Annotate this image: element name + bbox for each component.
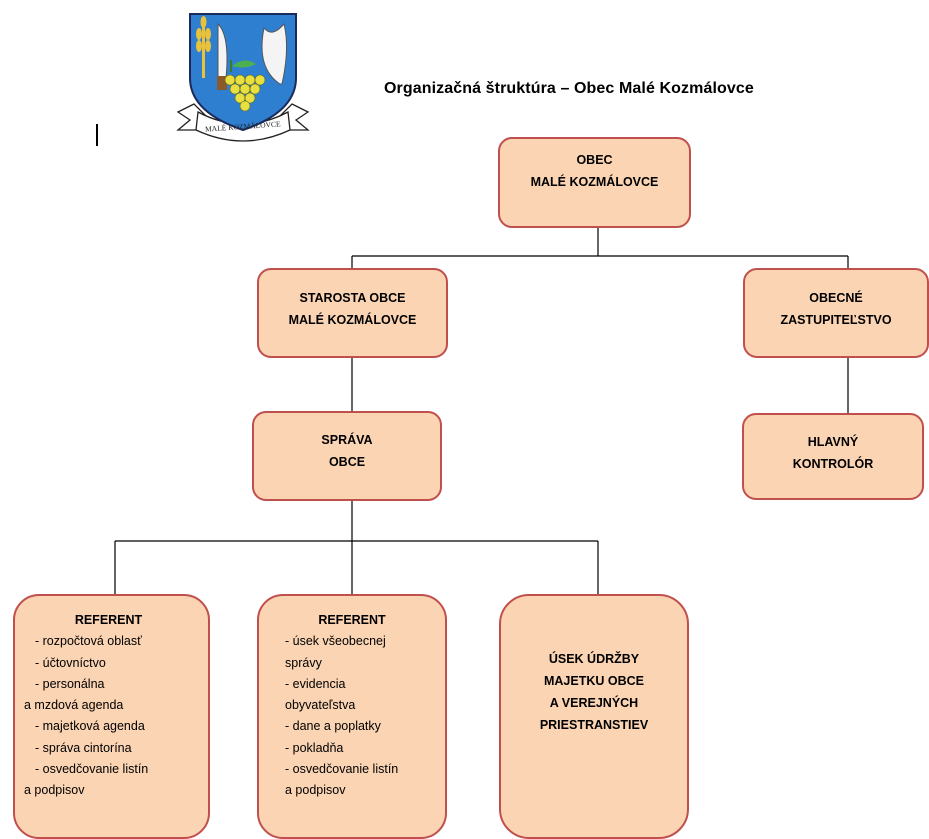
node-kontrolor: HLAVNÝ KONTROLÓR xyxy=(742,413,924,500)
node-referent-2: REFERENT - úsek všeobecnej správy - evid… xyxy=(257,594,447,839)
node-zastupitelstvo-line1: OBECNÉ xyxy=(809,291,863,305)
node-sprava-line1: SPRÁVA xyxy=(321,433,373,447)
node-referent-2-item: správy xyxy=(285,655,322,670)
node-obec-line2: MALÉ KOZMÁLOVCE xyxy=(530,175,659,189)
node-usek-udrzby-line2: MAJETKU OBCE xyxy=(543,674,644,688)
node-obec: OBEC MALÉ KOZMÁLOVCE xyxy=(498,137,691,228)
node-referent-1-item: a podpisov xyxy=(24,783,85,798)
node-referent-1-item: - majetková agenda xyxy=(35,719,145,734)
node-referent-1-item: - osvedčovanie listín xyxy=(35,762,149,777)
node-kontrolor-line2: KONTROLÓR xyxy=(792,456,874,471)
node-referent-2-item: - dane a poplatky xyxy=(285,719,381,734)
text-cursor-mark xyxy=(96,124,98,146)
page-title: Organizačná štruktúra – Obec Malé Kozmál… xyxy=(384,80,754,97)
node-starosta: STAROSTA OBCE MALÉ KOZMÁLOVCE xyxy=(257,268,448,358)
municipal-crest-icon: MALÉ KOZMÁLOVCE xyxy=(176,13,310,142)
node-sprava: SPRÁVA OBCE xyxy=(252,411,442,501)
node-kontrolor-line1: HLAVNÝ xyxy=(807,434,859,449)
node-usek-udrzby-line3: A VEREJNÝCH xyxy=(549,696,639,710)
node-referent-1-item: a mzdová agenda xyxy=(24,698,124,713)
node-referent-1-item: - personálna xyxy=(35,676,105,691)
node-referent-2-item: obyvateľstva xyxy=(285,698,356,713)
node-zastupitelstvo-line2: ZASTUPITEĽSTVO xyxy=(780,313,892,327)
node-obec-line1: OBEC xyxy=(576,153,613,167)
node-referent-2-heading: REFERENT xyxy=(318,613,386,627)
node-referent-2-item: - osvedčovanie listín xyxy=(285,762,399,777)
node-referent-2-item: - pokladňa xyxy=(285,740,344,755)
node-sprava-line2: OBCE xyxy=(328,455,366,469)
node-referent-1-item: - účtovníctvo xyxy=(35,655,106,670)
node-zastupitelstvo: OBECNÉ ZASTUPITEĽSTVO xyxy=(743,268,929,358)
node-starosta-line2: MALÉ KOZMÁLOVCE xyxy=(288,313,417,327)
node-referent-2-item: - evidencia xyxy=(285,676,346,691)
node-referent-1-heading: REFERENT xyxy=(74,613,143,627)
node-usek-udrzby: ÚSEK ÚDRŽBY MAJETKU OBCE A VEREJNÝCH PRI… xyxy=(499,594,689,839)
node-usek-udrzby-line1: ÚSEK ÚDRŽBY xyxy=(548,652,640,666)
node-referent-1: REFERENT - rozpočtová oblasť - účtovníct… xyxy=(13,594,210,839)
node-referent-1-item: - správa cintorína xyxy=(35,740,132,755)
node-referent-1-item: - rozpočtová oblasť xyxy=(35,634,142,649)
node-referent-2-item: - úsek všeobecnej xyxy=(285,634,386,649)
node-referent-2-item: a podpisov xyxy=(285,783,346,798)
node-starosta-line1: STAROSTA OBCE xyxy=(299,291,406,305)
node-usek-udrzby-line4: PRIESTRANSTIEV xyxy=(539,718,649,732)
